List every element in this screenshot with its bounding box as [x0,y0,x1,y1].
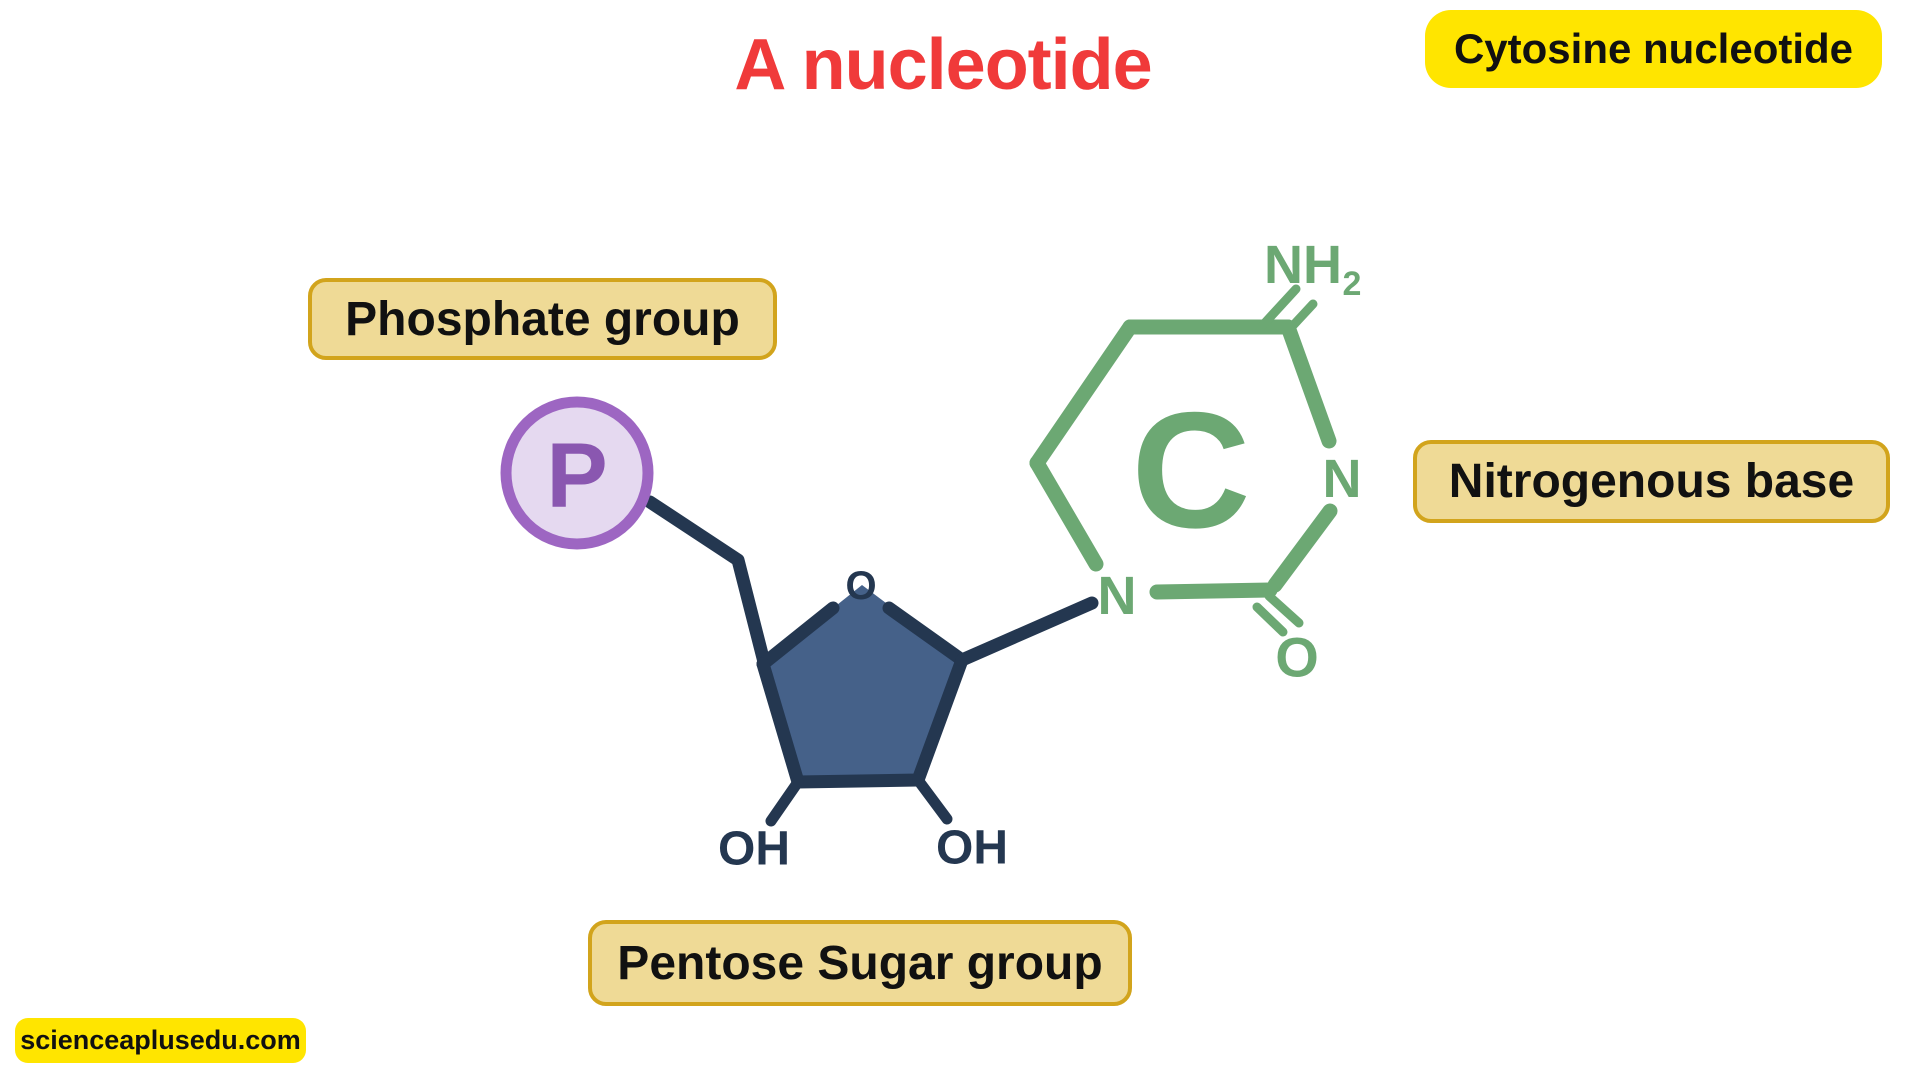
carbonyl-double-bond-line2 [1252,602,1288,637]
amino-group-label: NH [1264,235,1342,295]
watermark-badge: scienceaplusedu.com [15,1018,306,1063]
amino-double-bond-line1 [1257,284,1301,331]
phosphate-group-text: Phosphate group [345,292,740,346]
sugar-edge-lower [756,653,969,789]
ring-edge-left-lower [1029,455,1104,572]
ring-edge-right-lower [1267,503,1338,593]
base-symbol: C [1131,378,1250,562]
phosphate-symbol: P [546,425,607,527]
hydroxyl-right-bond [912,774,953,825]
amino-subscript: 2 [1343,265,1362,303]
carbonyl-double-bond-line1 [1264,591,1304,628]
ring-edge-right-upper [1280,319,1337,449]
sugar-pentagon-fill [763,585,962,782]
cytosine-nucleotide-label: Cytosine nucleotide [1425,10,1882,88]
hydroxyl-right-label: OH [936,822,1008,875]
sugar-edge-top-left [756,601,840,671]
ring-edge-bottom [1149,582,1278,600]
page-title: A nucleotide [734,25,1152,105]
glycosidic-bond [955,596,1099,667]
phosphate-group-callout: Phosphate group [308,278,777,360]
base-ring [1029,319,1338,600]
nitrogen-right-label: N [1323,449,1362,509]
pentose-sugar-callout: Pentose Sugar group [588,920,1132,1006]
nitrogen-bottom-left-label: N [1098,566,1137,626]
carbonyl-oxygen-label: O [1275,626,1319,689]
ring-edge-left-upper [1029,319,1138,471]
hydroxyl-left-bond [765,776,804,827]
nitrogenous-base-text: Nitrogenous base [1448,455,1855,508]
cytosine-nucleotide-text: Cytosine nucleotide [1453,25,1854,72]
sugar-edge-top-right [882,601,969,667]
carbonyl-double-bond [1252,591,1304,637]
watermark-text: scienceaplusedu.com [20,1025,301,1055]
nitrogenous-base-callout: Nitrogenous base [1413,440,1890,523]
sugar-ring-oxygen: O [845,564,876,608]
pentose-sugar-text: Pentose Sugar group [617,936,1103,990]
phosphate-circle [500,396,654,550]
phosphate-sugar-bond [643,495,771,669]
amino-double-bond-line2 [1282,299,1318,337]
amino-double-bond [1257,284,1318,337]
hydroxyl-left-label: OH [718,823,790,876]
